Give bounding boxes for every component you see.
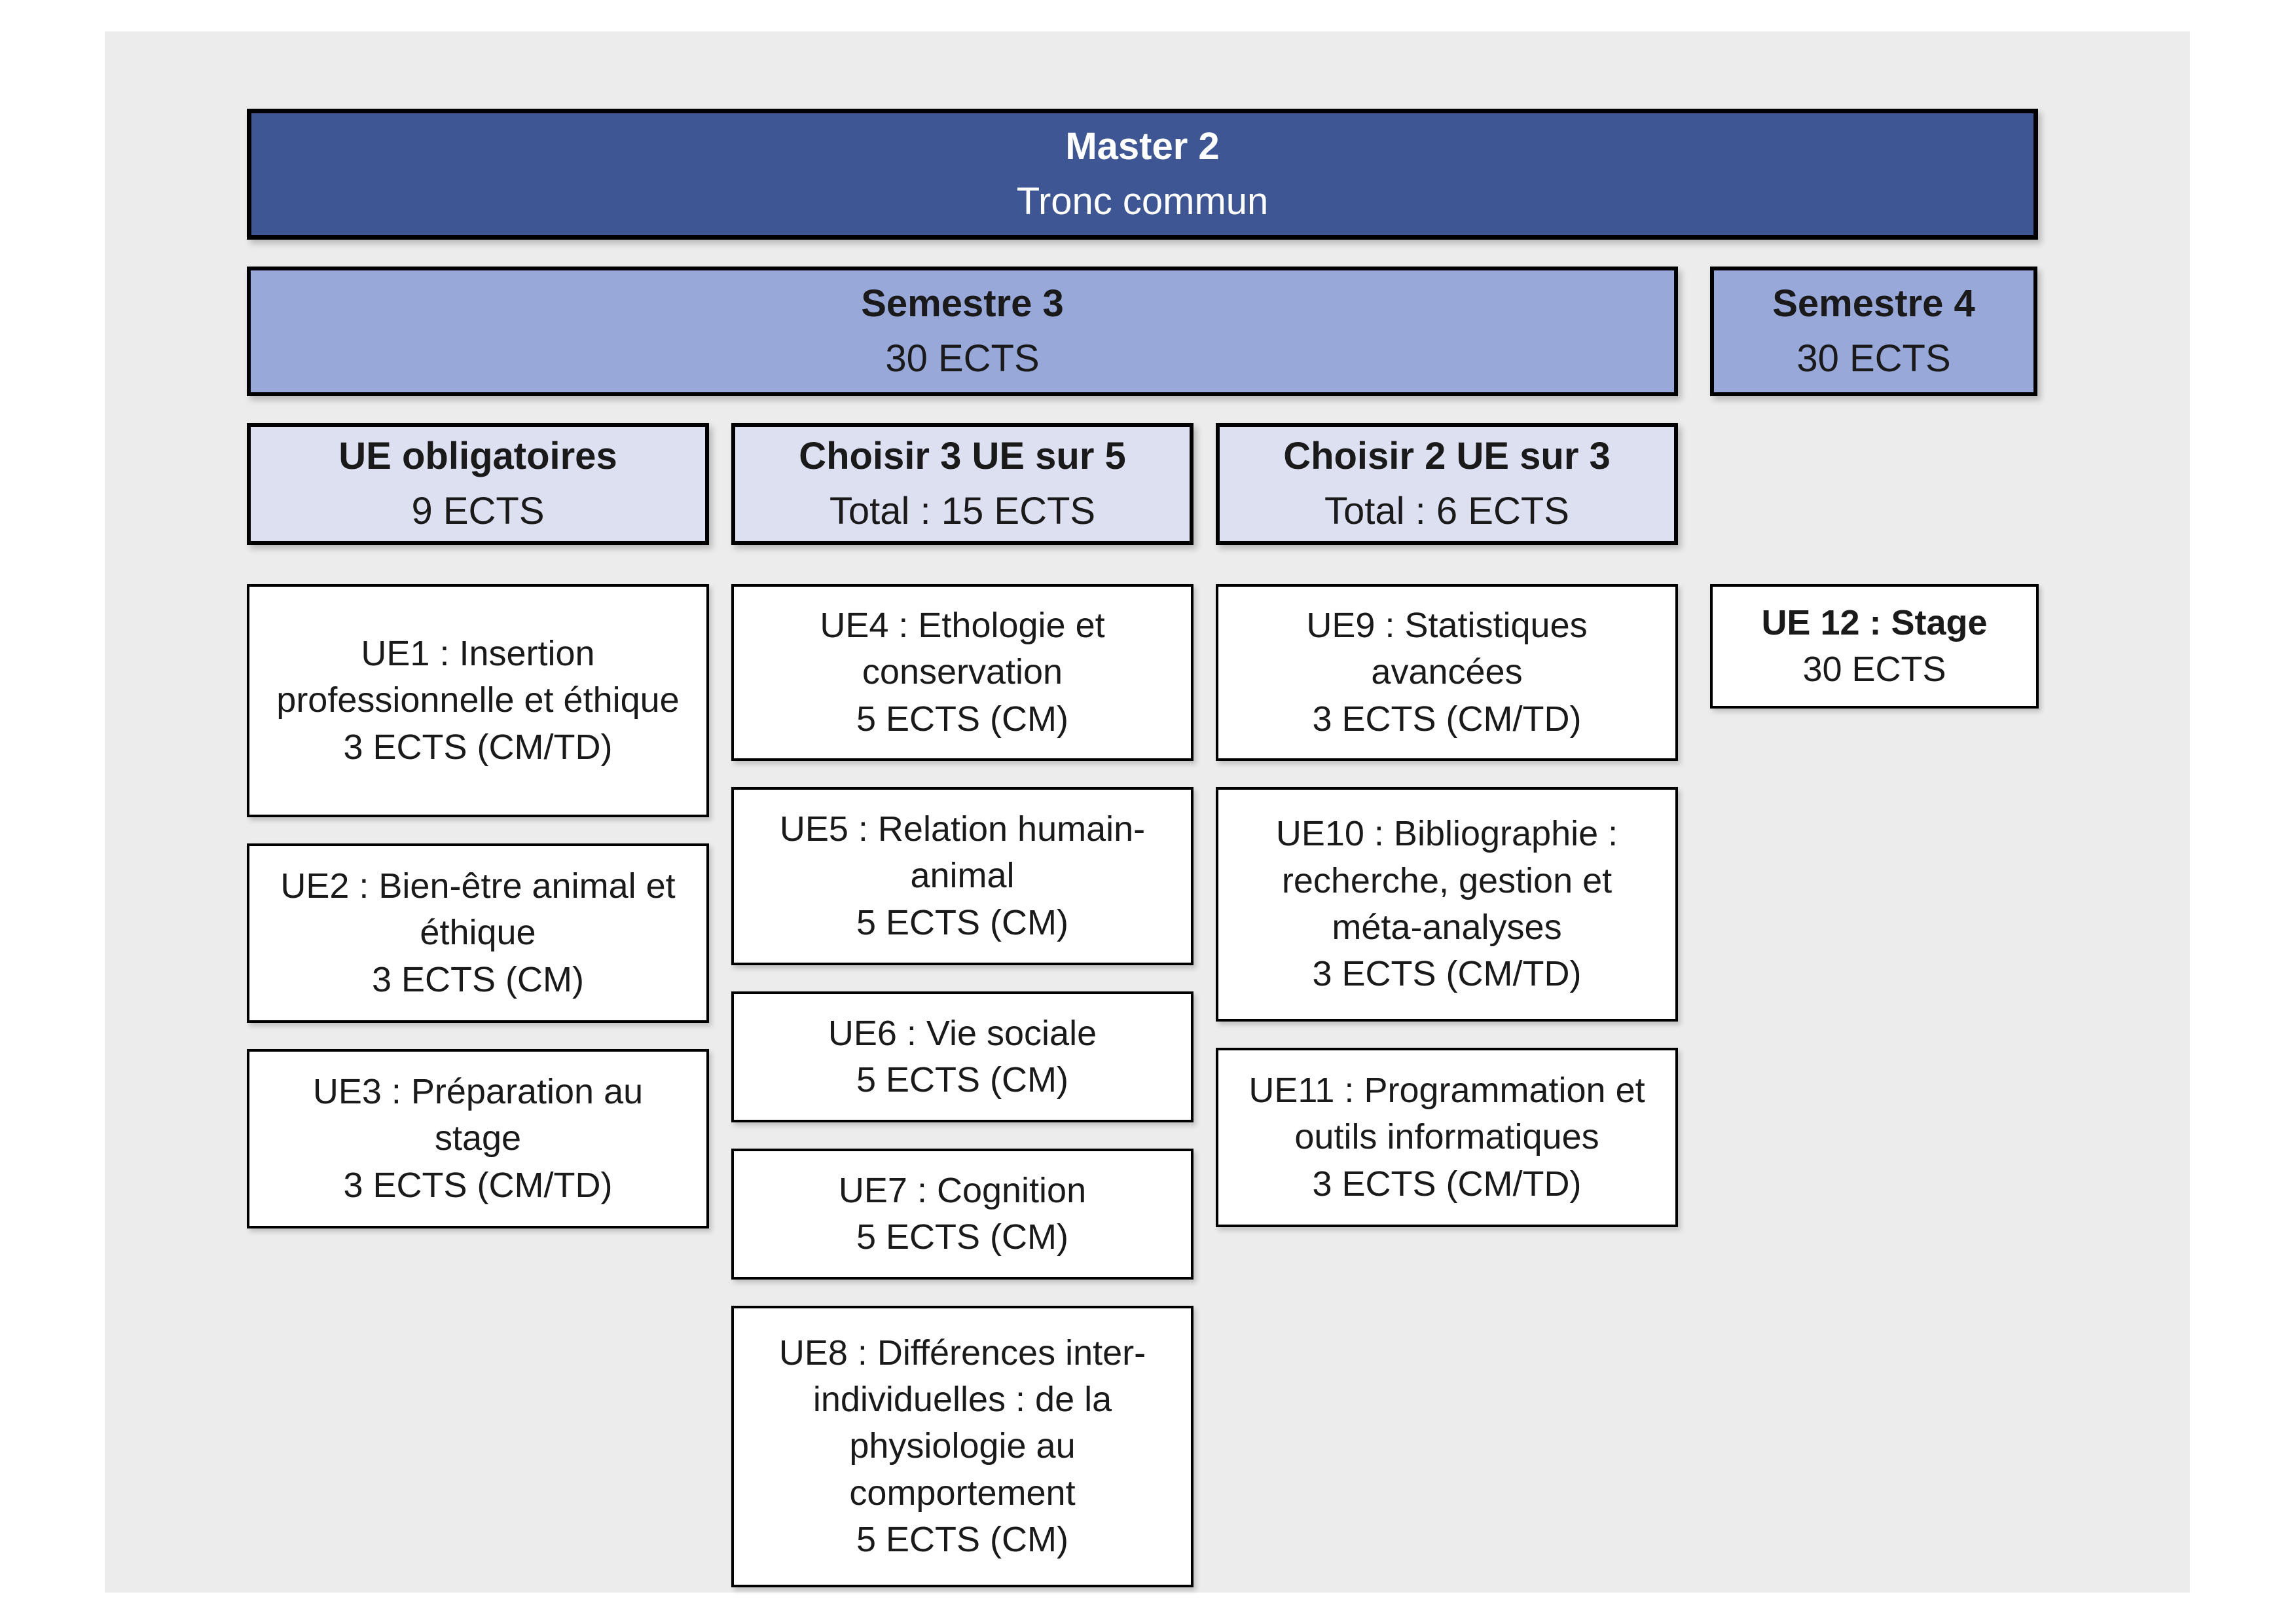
course-credits: 3 ECTS (CM/TD) bbox=[1312, 1164, 1582, 1204]
course-ue9: UE9 : Statistiques avancées 3 ECTS (CM/T… bbox=[1216, 584, 1678, 761]
category-credits: Total : 15 ECTS bbox=[829, 490, 1096, 532]
course-title: UE1 : Insertion professionnelle et éthiq… bbox=[276, 634, 680, 720]
semester-3-credits: 30 ECTS bbox=[885, 337, 1040, 380]
course-credits: 3 ECTS (CM/TD) bbox=[343, 1165, 613, 1205]
semester-3-box: Semestre 3 30 ECTS bbox=[247, 267, 1678, 396]
course-title: UE5 : Relation humain-animal bbox=[779, 809, 1146, 896]
course-title: UE11 : Programmation et outils informati… bbox=[1248, 1071, 1645, 1157]
course-credits: 5 ECTS (CM) bbox=[856, 1060, 1068, 1099]
course-title: UE6 : Vie sociale bbox=[828, 1013, 1097, 1053]
course-ue3: UE3 : Préparation au stage 3 ECTS (CM/TD… bbox=[247, 1049, 709, 1228]
course-ue8: UE8 : Différences inter-individuelles : … bbox=[731, 1306, 1194, 1587]
course-title: UE7 : Cognition bbox=[838, 1170, 1087, 1210]
category-title: Choisir 2 UE sur 3 bbox=[1283, 434, 1611, 477]
category-credits: 9 ECTS bbox=[411, 490, 545, 532]
category-choisir-2-ue-sur-3: Choisir 2 UE sur 3 Total : 6 ECTS bbox=[1216, 423, 1678, 545]
course-ue11: UE11 : Programmation et outils informati… bbox=[1216, 1048, 1678, 1227]
course-credits: 5 ECTS (CM) bbox=[856, 1519, 1068, 1559]
course-title: UE9 : Statistiques avancées bbox=[1306, 606, 1588, 692]
course-ue2: UE2 : Bien-être animal et éthique 3 ECTS… bbox=[247, 843, 709, 1023]
course-credits: 5 ECTS (CM) bbox=[856, 699, 1068, 739]
diagram-panel: Master 2 Tronc commun Semestre 3 30 ECTS… bbox=[105, 31, 2190, 1593]
course-credits: 30 ECTS bbox=[1802, 650, 1946, 689]
course-title: UE 12 : Stage bbox=[1761, 602, 1988, 642]
course-ue1: UE1 : Insertion professionnelle et éthiq… bbox=[247, 584, 709, 817]
course-title: UE3 : Préparation au stage bbox=[312, 1072, 644, 1158]
course-credits: 3 ECTS (CM/TD) bbox=[1312, 954, 1582, 994]
semester-4-credits: 30 ECTS bbox=[1796, 337, 1951, 380]
course-ue7: UE7 : Cognition 5 ECTS (CM) bbox=[731, 1149, 1194, 1280]
course-ue12: UE 12 : Stage 30 ECTS bbox=[1710, 584, 2039, 709]
program-subtitle: Tronc commun bbox=[1016, 180, 1269, 223]
course-ue6: UE6 : Vie sociale 5 ECTS (CM) bbox=[731, 991, 1194, 1122]
program-title: Master 2 bbox=[1065, 124, 1220, 168]
course-credits: 5 ECTS (CM) bbox=[856, 902, 1068, 942]
column-choisir-3-ue-sur-5: UE4 : Ethologie et conservation 5 ECTS (… bbox=[731, 584, 1194, 1614]
semester-4-box: Semestre 4 30 ECTS bbox=[1710, 267, 2037, 396]
course-title: UE10 : Bibliographie : recherche, gestio… bbox=[1275, 814, 1618, 947]
course-title: UE8 : Différences inter-individuelles : … bbox=[778, 1333, 1146, 1513]
semester-4-title: Semestre 4 bbox=[1772, 282, 1975, 325]
course-credits: 3 ECTS (CM/TD) bbox=[343, 727, 613, 767]
category-credits: Total : 6 ECTS bbox=[1324, 490, 1569, 532]
course-ue4: UE4 : Ethologie et conservation 5 ECTS (… bbox=[731, 584, 1194, 761]
course-credits: 3 ECTS (CM) bbox=[372, 959, 584, 999]
course-ue10: UE10 : Bibliographie : recherche, gestio… bbox=[1216, 787, 1678, 1022]
course-title: UE2 : Bien-être animal et éthique bbox=[280, 866, 676, 953]
category-choisir-3-ue-sur-5: Choisir 3 UE sur 5 Total : 15 ECTS bbox=[731, 423, 1194, 545]
category-title: UE obligatoires bbox=[338, 434, 617, 477]
course-ue5: UE5 : Relation humain-animal 5 ECTS (CM) bbox=[731, 787, 1194, 965]
category-ue-obligatoires: UE obligatoires 9 ECTS bbox=[247, 423, 709, 545]
semester-3-title: Semestre 3 bbox=[861, 282, 1064, 325]
column-choisir-2-ue-sur-3: UE9 : Statistiques avancées 3 ECTS (CM/T… bbox=[1216, 584, 1678, 1253]
course-credits: 3 ECTS (CM/TD) bbox=[1312, 699, 1582, 739]
course-credits: 5 ECTS (CM) bbox=[856, 1217, 1068, 1257]
course-title: UE4 : Ethologie et conservation bbox=[820, 606, 1105, 692]
column-semestre-4: UE 12 : Stage 30 ECTS bbox=[1710, 584, 2039, 735]
category-title: Choisir 3 UE sur 5 bbox=[799, 434, 1126, 477]
program-header-box: Master 2 Tronc commun bbox=[247, 109, 2038, 240]
column-ue-obligatoires: UE1 : Insertion professionnelle et éthiq… bbox=[247, 584, 709, 1255]
